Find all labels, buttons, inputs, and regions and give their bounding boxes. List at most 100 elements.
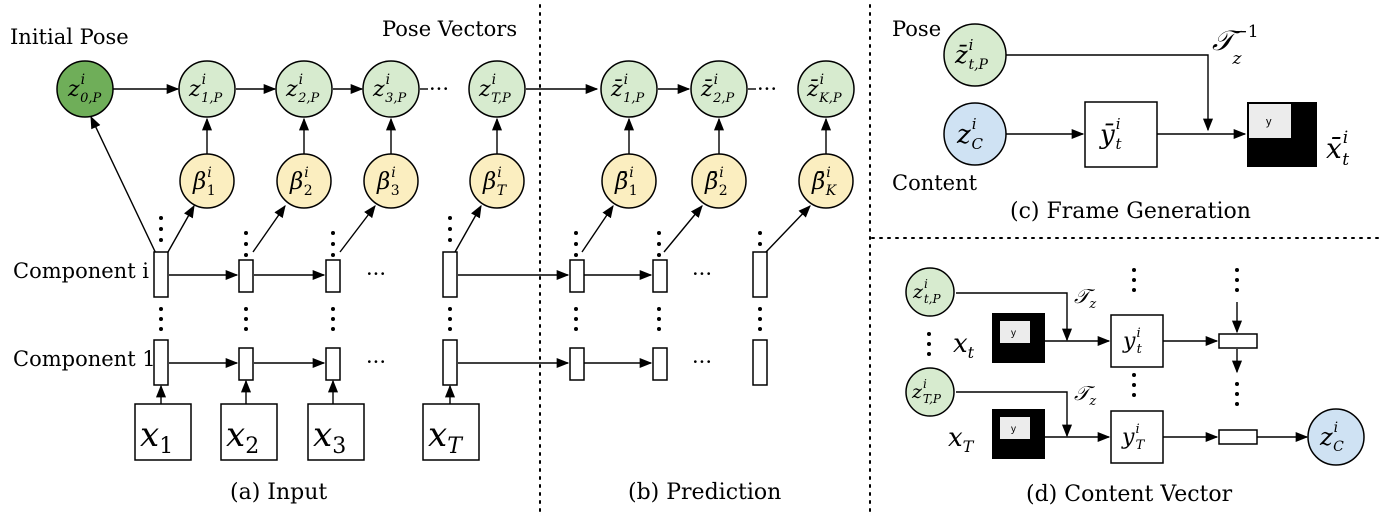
edge-pose-to-transform (1006, 54, 1214, 132)
input-x2: x2 (226, 415, 259, 459)
aggregate-cell-t (1218, 333, 1258, 349)
pred-beta-node-K (798, 153, 854, 209)
initial-pose-node (56, 60, 114, 118)
component-1-pred-K (752, 339, 768, 386)
caption-c: (c) Frame Generation (1010, 199, 1251, 224)
initial-pose-label: Initial Pose (10, 25, 129, 49)
pred-pose-node-2 (690, 60, 748, 118)
caption-a: (a) Input (230, 480, 327, 505)
content-node-d (1307, 408, 1365, 466)
component-i-label: Component i (13, 259, 149, 283)
input-box-1 (134, 403, 192, 461)
pred-beta-node-1 (601, 153, 657, 209)
component-1-cell-2 (238, 347, 254, 381)
transform-T-label: 𝒯z (1074, 381, 1096, 409)
y-t-box (1110, 314, 1164, 368)
component-i-cell-T (442, 251, 458, 298)
input-x3: x3 (313, 415, 346, 459)
generated-frame-patch (1249, 104, 1291, 138)
component-i-pred-1 (569, 259, 585, 293)
edge-cb1-bbar1 (581, 204, 614, 253)
edge-pose-T-to-transform (956, 391, 1073, 438)
ellipsis-top-a: ··· (429, 77, 449, 101)
ellipsis-comp-i-b: ··· (692, 262, 712, 286)
input-box-T (422, 403, 480, 461)
generated-frame-y: y (1266, 116, 1272, 128)
ellipsis-top-b: ··· (757, 77, 777, 101)
pose-node-1 (178, 60, 236, 118)
pose-node-c (943, 23, 1007, 87)
pose-node-d-t (905, 267, 955, 317)
x-T-label: xT (948, 423, 975, 456)
vdots-above-component-i (159, 216, 762, 257)
x-t-label: xt (953, 329, 975, 362)
pred-beta-node-2 (691, 153, 747, 209)
vdots-between-components (159, 307, 762, 331)
caption-b: (b) Prediction (628, 480, 781, 505)
pred-pose-node-K (797, 60, 855, 118)
aggregate-cell-T (1218, 429, 1258, 445)
transform-t-label: 𝒯z (1074, 284, 1096, 312)
frame-d-T-patch (1000, 417, 1030, 439)
component-i-pred-2 (652, 259, 668, 293)
beta-node-3 (363, 153, 419, 209)
pred-pose-node-1 (600, 60, 658, 118)
input-box-3 (307, 403, 365, 461)
beta-node-2 (276, 153, 332, 209)
input-x1: x1 (140, 415, 173, 459)
edge-c1-b1 (167, 204, 195, 253)
component-i-cell-1 (153, 251, 169, 298)
ellipsis-comp-i-a: ··· (366, 262, 386, 286)
component-1-pred-1 (569, 347, 585, 381)
frame-d-t-patch (1000, 321, 1030, 343)
pose-node-2 (275, 60, 333, 118)
template-box (1084, 101, 1158, 168)
component-1-pred-2 (652, 347, 668, 381)
vdots-panel-d (927, 268, 1239, 406)
content-node-c (943, 102, 1007, 166)
edge-cT-bT (454, 204, 482, 253)
frame-d-T-y: y (1011, 424, 1016, 435)
component-1-cell-T (442, 339, 458, 386)
edge-cbK-bbarK (765, 205, 811, 253)
pose-vectors-label: Pose Vectors (382, 17, 517, 41)
frame-d-t-y: y (1011, 328, 1016, 339)
content-label: Content (892, 171, 978, 195)
pose-node-T (468, 60, 526, 118)
ellipsis-comp-1-b: ··· (692, 350, 712, 374)
edge-pose-t-to-transform (956, 292, 1073, 342)
beta-node-T (469, 153, 525, 209)
caption-d: (d) Content Vector (1026, 482, 1233, 507)
input-box-2 (220, 403, 278, 461)
component-1-cell-1 (153, 339, 169, 386)
input-xT: xT (428, 415, 464, 459)
component-i-cell-2 (238, 259, 254, 293)
edge-c3-b3 (339, 204, 376, 253)
ellipsis-comp-1-a: ··· (366, 350, 386, 374)
